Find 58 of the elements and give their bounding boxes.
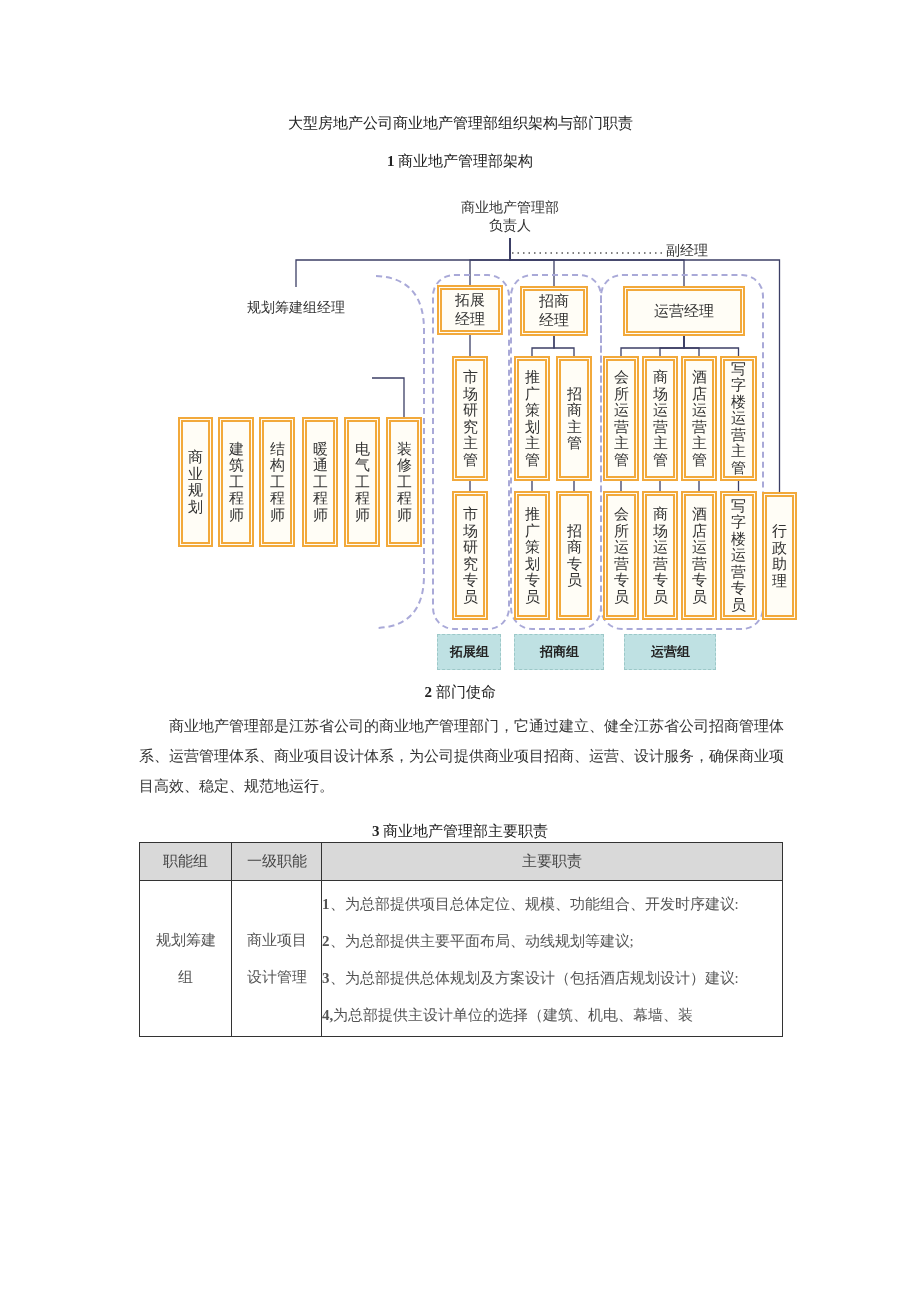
- position-box: 写字楼运营专员: [720, 491, 757, 620]
- dashed-group-outline: [432, 274, 510, 630]
- section-heading: 3 商业地产管理部主要职责: [370, 822, 550, 841]
- connector-line: [469, 334, 471, 357]
- table-header-cell: 主要职责: [322, 843, 782, 881]
- paragraph: 商业地产管理部是江苏省公司的商业地产管理部门，它通过建立、健全江苏省公司招商管理体系、运营管理体系、商业项目设计体系，为公司提供商业项目招商、运营、设计服务，确保商业项目高效、稳定、规范地运行。: [139, 717, 784, 796]
- position-box: 酒店运营专员: [681, 491, 717, 620]
- connector-line: [509, 237, 781, 493]
- position-box: 招商主管: [556, 356, 592, 481]
- position-box: 装修工程师: [386, 417, 422, 547]
- table-cell: 商业项目设计管理: [232, 881, 322, 1036]
- position-box: 招商专员: [556, 491, 592, 620]
- connector-line: [620, 480, 622, 492]
- connector-line: [371, 377, 405, 418]
- position-box: 行政助理: [762, 492, 797, 620]
- position-box: 市场研究专员: [452, 491, 488, 620]
- connector-line: [469, 480, 471, 492]
- position-box: 暖通工程师: [302, 417, 338, 547]
- duty-item: 3、为总部提供总体规划及方案设计（包括酒店规划设计）建议:: [322, 969, 740, 988]
- position-box: 酒店运营主管: [681, 356, 717, 481]
- connector-line: [683, 335, 740, 357]
- connector-line: [698, 480, 700, 492]
- connector-line: [573, 480, 575, 492]
- duty-item: 4,为总部提供主设计单位的选择（建筑、机电、幕墙、装: [322, 1006, 695, 1025]
- dashed-group-outline: [600, 274, 764, 630]
- manager-box: 拓展经理: [437, 285, 503, 335]
- duty-item: 2、为总部提供主要平面布局、动线规划等建议;: [322, 932, 635, 951]
- group-tag: 招商组: [514, 634, 604, 670]
- page-title: 大型房地产公司商业地产管理部组织架构与部门职责: [286, 114, 634, 133]
- position-box: 会所运营专员: [603, 491, 639, 620]
- role-text: 副经理: [666, 242, 708, 260]
- connector-line: [531, 480, 533, 492]
- position-box: 建筑工程师: [218, 417, 254, 547]
- manager-box: 招商经理: [520, 286, 588, 336]
- connector-line: [659, 480, 661, 492]
- position-box: 商场运营专员: [642, 491, 678, 620]
- manager-box: 运营经理: [623, 286, 745, 336]
- role-text: 规划筹建组经理: [245, 287, 347, 329]
- section-heading: 2 部门使命: [423, 683, 497, 702]
- role-text: 商业地产管理部负责人: [455, 196, 565, 238]
- duty-item: 1、为总部提供项目总体定位、规模、功能组合、开发时序建议:: [322, 895, 740, 914]
- position-box: 结构工程师: [259, 417, 295, 547]
- group-tag: 运营组: [624, 634, 716, 670]
- position-box: 商业规划: [178, 417, 213, 547]
- table-cell: 规划筹建组: [140, 881, 232, 1036]
- position-box: 电气工程师: [344, 417, 380, 547]
- position-box: 写字楼运营主管: [720, 356, 757, 481]
- position-box: 市场研究主管: [452, 356, 488, 481]
- dashed-group-outline: [510, 274, 602, 630]
- section-heading: 1 商业地产管理部架构: [385, 152, 535, 171]
- table-header-cell: 职能组: [140, 843, 232, 881]
- position-box: 推广策划主管: [514, 356, 550, 481]
- connector-line: [553, 335, 575, 357]
- position-box: 推广策划专员: [514, 491, 550, 620]
- position-box: 商场运营主管: [642, 356, 678, 481]
- table-header-cell: 一级职能: [232, 843, 322, 881]
- position-box: 会所运营主管: [603, 356, 639, 481]
- group-tag: 拓展组: [437, 634, 501, 670]
